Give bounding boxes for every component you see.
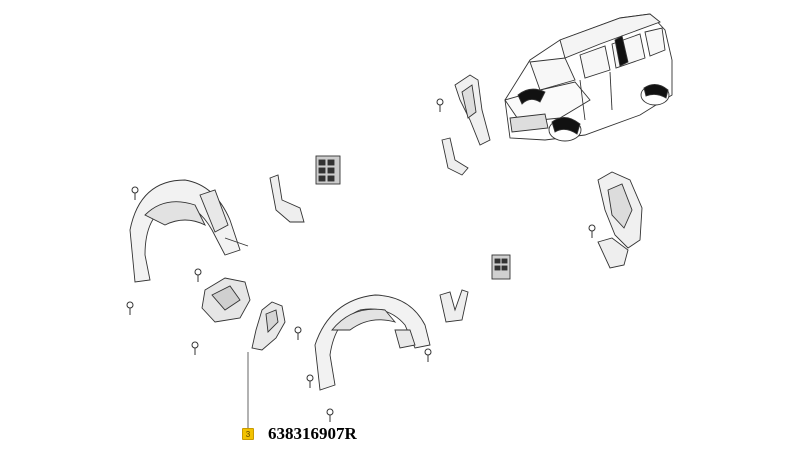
- screw-icon: [294, 326, 302, 341]
- bracket-part-638316907R: [251, 301, 286, 351]
- screw-icon: [588, 224, 596, 239]
- screw-icon: [424, 348, 432, 363]
- vehicle-illustration: [504, 13, 673, 142]
- screw-icon: [126, 301, 134, 316]
- mud-flap-center: [269, 174, 305, 223]
- rear-wheel-arch-liner-left: [129, 179, 249, 283]
- front-arch-liner-vertical: [454, 74, 491, 146]
- clip-small: [491, 254, 511, 280]
- part-number-label: 638316907R: [268, 424, 357, 443]
- screw-icon: [131, 186, 139, 201]
- screw-icon: [194, 268, 202, 283]
- mud-flap-lower-center: [439, 289, 469, 323]
- rear-arch-liner-right: [597, 171, 643, 249]
- bracket-lower-left: [201, 277, 251, 323]
- screw-icon: [436, 98, 444, 113]
- mud-flap-right: [597, 237, 629, 269]
- screw-icon: [191, 341, 199, 356]
- screw-icon: [326, 408, 334, 423]
- mud-flap-upper: [441, 137, 469, 176]
- callout-number-badge: 3: [242, 428, 254, 440]
- front-wheel-arch-liner-center: [314, 294, 431, 391]
- screw-icon: [306, 374, 314, 389]
- clip-block: [315, 155, 341, 185]
